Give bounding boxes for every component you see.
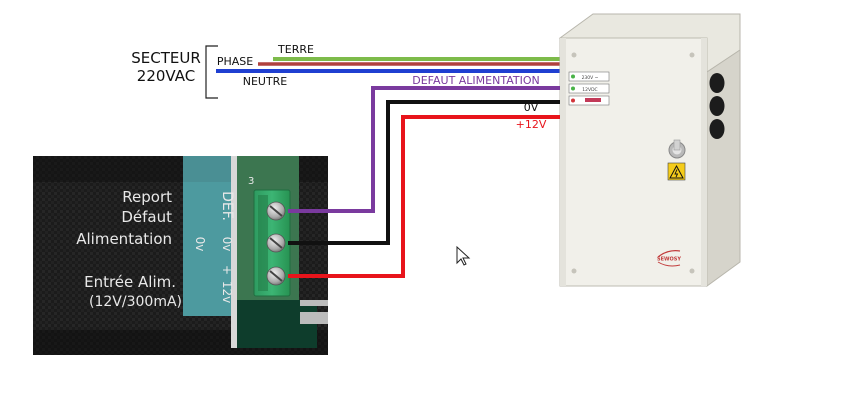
cable-gland-2 xyxy=(709,96,725,116)
key-lock-icon xyxy=(668,139,686,159)
module-0v-tag-left: 0v xyxy=(193,237,207,252)
module-plus-tag: + xyxy=(220,265,234,275)
terre-label: TERRE xyxy=(277,43,314,56)
mouse-cursor-icon xyxy=(456,245,471,266)
module-def-tag: DEF. xyxy=(219,191,235,221)
psu-brand-logo: SEWOSY xyxy=(657,250,681,267)
module-report-line2: Défaut xyxy=(121,208,172,226)
defaut-alimentation-label: DEFAUT ALIMENTATION xyxy=(412,74,539,87)
module-report-line3: Alimentation xyxy=(76,230,172,248)
secteur-bracket xyxy=(205,45,218,99)
plus-12v-label: +12V xyxy=(516,118,547,131)
module-entree-line2: (12V/300mA) xyxy=(89,294,182,310)
power-supply-box: 230V ~ 12VDC SEWOSY xyxy=(558,13,741,287)
phase-label: PHASE xyxy=(217,55,253,68)
zero-v-wire xyxy=(288,100,560,245)
module-0v-tag-right: 0v xyxy=(220,237,234,252)
secteur-voltage: 220VAC xyxy=(137,67,195,85)
electrical-warning-icon xyxy=(667,162,686,181)
zero-v-label: 0V xyxy=(524,101,539,114)
defaut-alimentation-wire xyxy=(288,86,560,213)
module-board-mark: 3 xyxy=(248,176,254,187)
module-entree-line1: Entrée Alim. xyxy=(84,273,176,291)
psu-brand-text: SEWOSY xyxy=(657,257,681,263)
psu-led2-label: 12VDC xyxy=(582,87,597,93)
cable-gland-1 xyxy=(709,73,725,93)
neutre-label: NEUTRE xyxy=(243,75,288,88)
plus-12v-wire xyxy=(288,115,560,278)
cable-gland-3 xyxy=(709,119,725,139)
psu-led-panel: 230V ~ 12VDC xyxy=(568,71,610,106)
module-12v-tag: 12v xyxy=(220,281,234,303)
module-report-line1: Report xyxy=(122,188,172,206)
module-photo: Report Défaut Alimentation Entrée Alim. … xyxy=(33,156,328,355)
secteur-title: SECTEUR xyxy=(131,49,201,67)
psu-led1-label: 230V ~ xyxy=(582,75,599,81)
